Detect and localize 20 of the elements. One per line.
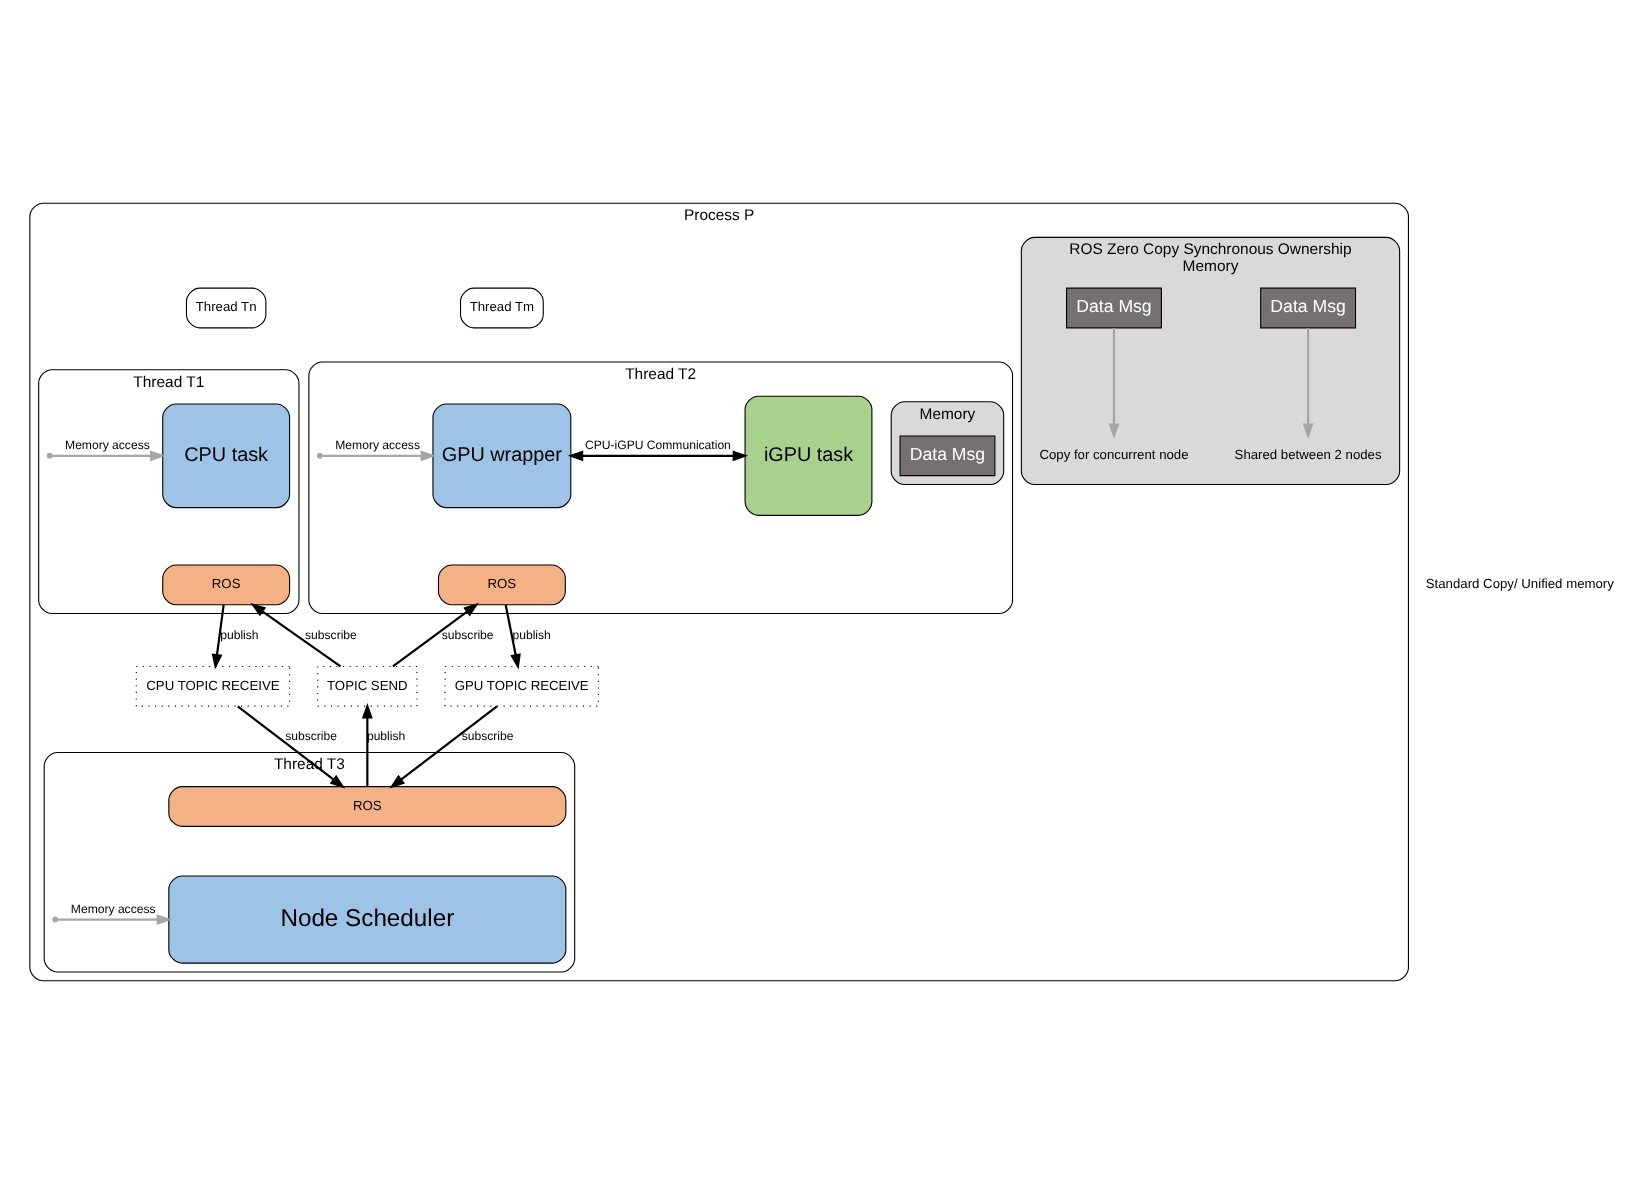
arrow bbox=[361, 703, 373, 787]
arrow bbox=[1302, 328, 1314, 439]
node-box: CPU task bbox=[162, 403, 291, 509]
arrow bbox=[1108, 328, 1120, 439]
arrow bbox=[52, 450, 166, 462]
arrow bbox=[250, 602, 342, 668]
arrow bbox=[392, 602, 479, 668]
arrow bbox=[389, 705, 498, 789]
arrow bbox=[504, 604, 521, 670]
node-box: Node Scheduler bbox=[168, 875, 567, 964]
arrow bbox=[567, 450, 749, 462]
arrow bbox=[237, 705, 346, 789]
node-box: Data Msg bbox=[1066, 287, 1162, 329]
node-box: iGPU task bbox=[744, 395, 873, 516]
arrow bbox=[57, 914, 173, 925]
arrow bbox=[211, 604, 225, 670]
node-box: GPU wrapper bbox=[432, 403, 572, 509]
node-box: Data Msg bbox=[1260, 287, 1357, 329]
node-box: Data Msg bbox=[899, 435, 996, 477]
arrow bbox=[322, 450, 437, 462]
